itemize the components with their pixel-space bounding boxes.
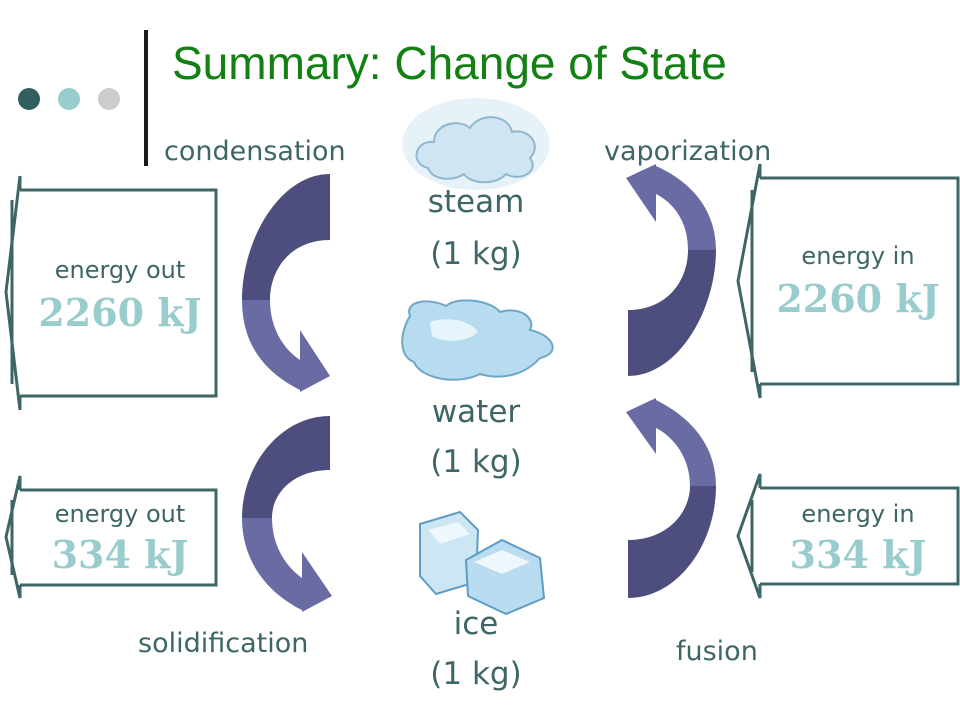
energy-label-solidification: energy out: [54, 500, 186, 528]
energy-value-condensation: 2260 kJ: [38, 290, 202, 335]
bullet-dot-light: [58, 88, 80, 110]
state-name-water: water: [431, 394, 521, 430]
state-name-steam: steam: [427, 184, 525, 220]
state-name-ice: ice: [453, 606, 499, 642]
page-title: Summary: Change of State: [172, 37, 727, 89]
energy-value-vaporization: 2260 kJ: [776, 276, 940, 321]
water-puddle-icon: [401, 299, 554, 381]
energy-value-fusion: 334 kJ: [789, 532, 927, 577]
state-mass-water: (1 kg): [430, 444, 522, 480]
process-label-fusion: fusion: [676, 636, 758, 667]
energy-in-box-vaporization: [736, 163, 960, 399]
cloud-icon: [402, 98, 550, 190]
energy-out-box-solidification: [4, 475, 218, 599]
ice-cubes-icon: [419, 510, 546, 616]
energy-in-box-fusion: [736, 473, 960, 599]
condensation-arrow: [242, 174, 330, 392]
state-mass-ice: (1 kg): [430, 656, 522, 692]
energy-label-vaporization: energy in: [801, 242, 915, 270]
bullet-dot-dark: [18, 88, 40, 110]
process-label-condensation: condensation: [164, 136, 346, 167]
solidification-arrow: [242, 416, 332, 612]
bullet-dot-grey: [98, 88, 120, 110]
state-mass-steam: (1 kg): [430, 236, 522, 272]
energy-label-condensation: energy out: [54, 256, 186, 284]
energy-value-solidification: 334 kJ: [51, 532, 189, 577]
process-label-solidification: solidification: [138, 628, 309, 659]
title-divider: [144, 30, 148, 166]
energy-label-fusion: energy in: [801, 500, 915, 528]
energy-out-box-condensation: [4, 175, 218, 411]
vaporization-arrow: [626, 164, 716, 376]
fusion-arrow: [626, 398, 716, 598]
process-label-vaporization: vaporization: [604, 136, 772, 167]
